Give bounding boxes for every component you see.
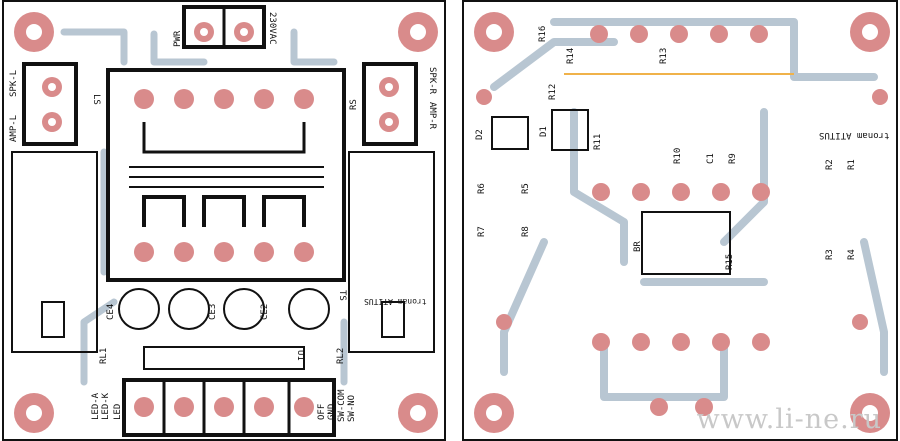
label-led-k: LED-K	[101, 392, 111, 420]
label-r2: R2	[825, 159, 835, 170]
label-d1: D1	[539, 126, 549, 137]
label-r11: R11	[593, 133, 603, 150]
logo-text: tronam ATITUS	[819, 130, 890, 140]
label-u1: U1	[295, 350, 305, 361]
label-r10: R10	[673, 147, 683, 164]
label-r8: R8	[521, 226, 531, 237]
label-230vac: 230VAC	[267, 12, 277, 45]
component-side-artwork	[11, 5, 438, 437]
label-r13: R13	[659, 47, 669, 64]
label-rs: RS	[349, 99, 359, 110]
watermark: www.li-ne.ru	[696, 404, 882, 435]
label-ce2: CE2	[260, 303, 270, 320]
label-r3: R3	[825, 249, 835, 260]
label-d2: D2	[475, 129, 485, 140]
label-ts: TS	[337, 290, 347, 301]
label-rl1: RL1	[99, 347, 109, 364]
label-spk-r: SPK-R	[427, 67, 437, 95]
label-off: OFF	[317, 403, 327, 420]
label-sw-no: SW-NO	[347, 394, 357, 422]
label-ce4: CE4	[106, 303, 116, 320]
solder-side-artwork	[474, 12, 890, 433]
label-r15: R15	[725, 253, 735, 270]
label-amp-r: AMP-R	[427, 102, 437, 130]
label-r14: R14	[566, 47, 576, 64]
solder-side-board: R16 R14 R13 R12 D2 D1 R11 R10 C1 R9 R6 R…	[462, 0, 898, 441]
label-ls: LS	[91, 94, 101, 105]
label-r9: R9	[728, 153, 738, 164]
label-r7: R7	[477, 226, 487, 237]
label-spk-l: SPK-L	[9, 69, 19, 97]
label-ce3: CE3	[208, 303, 218, 320]
label-rl2: RL2	[336, 347, 346, 364]
label-gnd: GND	[327, 403, 337, 420]
label-r4: R4	[847, 249, 857, 260]
label-r16: R16	[538, 25, 548, 42]
label-r12: R12	[548, 83, 558, 100]
label-c1: C1	[706, 153, 716, 164]
label-r1: R1	[847, 159, 857, 170]
label-br: BR	[633, 241, 643, 252]
label-r6: R6	[477, 183, 487, 194]
label-r5: R5	[521, 183, 531, 194]
label-amp-l: AMP-L	[9, 114, 19, 142]
label-sw-com: SW-COM	[337, 389, 347, 422]
component-side-board: PWR 230VAC SPK-L AMP-L LS RS SPK-R AMP-R…	[2, 0, 446, 441]
label-led: LED	[113, 403, 123, 420]
label-pwr: PWR	[173, 30, 183, 47]
label-led-a: LED-A	[91, 392, 101, 420]
logo-text: tronam ATITUS	[364, 297, 427, 306]
